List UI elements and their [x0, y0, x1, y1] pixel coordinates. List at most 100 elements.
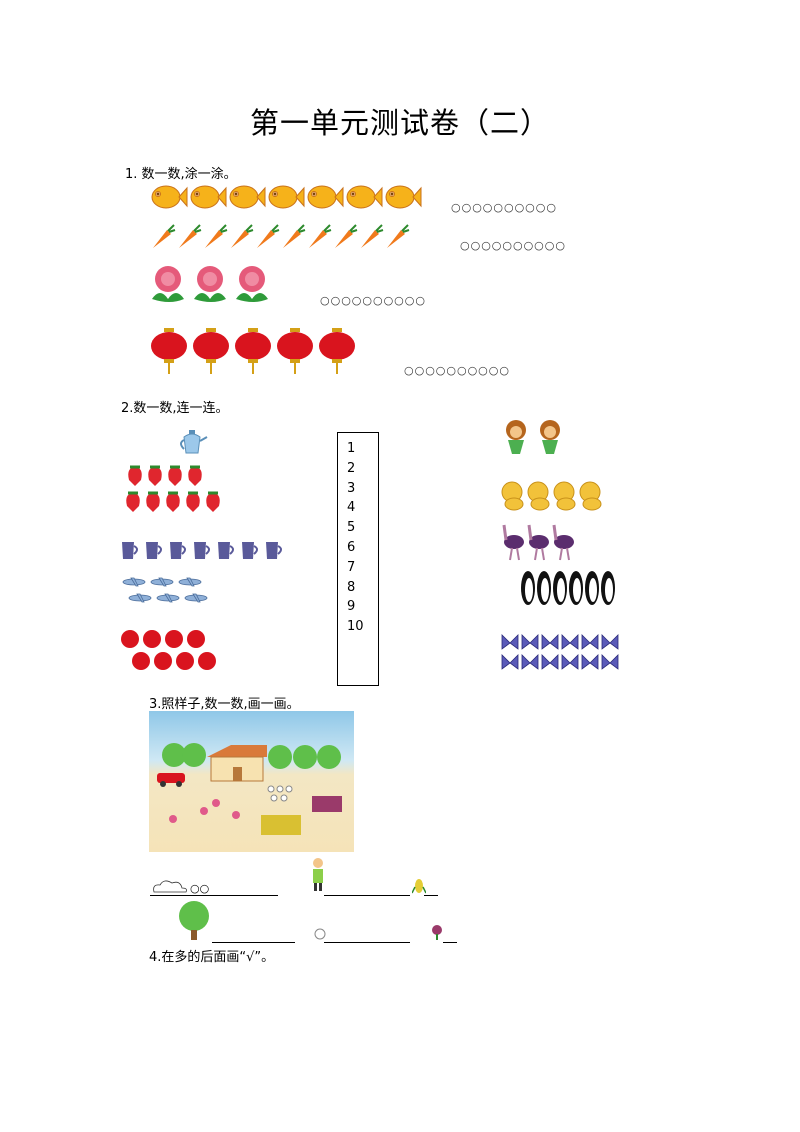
question-4-label: 4.在多的后面画“√”。 [149, 950, 275, 965]
lion-icon [527, 481, 550, 511]
tree-icon [317, 745, 341, 769]
cup-icon [170, 542, 186, 559]
apple-icon [198, 652, 216, 670]
page-title: 第一单元测试卷（二） [249, 106, 550, 140]
answer-line[interactable] [324, 895, 410, 896]
tree-icon [293, 745, 317, 769]
butterfly-icon [601, 654, 619, 670]
number-9[interactable]: 9 [347, 599, 356, 615]
answer-circles: ○○○○○○○○○○ [404, 364, 510, 377]
number-5[interactable]: 5 [347, 520, 356, 536]
butterfly-icon [501, 634, 519, 650]
carrot-icon [361, 224, 384, 248]
flower-icon [152, 266, 184, 302]
number-4[interactable]: 4 [347, 500, 356, 516]
question-1-label: 1. 数一数,涂一涂。 [125, 167, 237, 182]
butterfly-icon [501, 654, 519, 670]
answer-line[interactable] [443, 942, 457, 943]
child-icon [232, 811, 240, 819]
lantern-row [151, 328, 355, 374]
butterfly-icon [521, 654, 539, 670]
butterfly-icon [561, 634, 579, 650]
strawberry-icon [146, 491, 160, 512]
tree-icon [268, 745, 292, 769]
plane-group [122, 577, 208, 603]
penguin-icon [601, 571, 615, 605]
fish-icon [151, 185, 188, 209]
penguin-icon [569, 571, 583, 605]
question-3-label: 3.照样子,数一数,画一画。 [149, 697, 300, 712]
monkey-icon [540, 420, 560, 454]
ostrich-icon [552, 524, 574, 561]
number-6[interactable]: 6 [347, 539, 356, 555]
lantern-icon [193, 328, 229, 374]
carrot-icon [153, 224, 176, 248]
carrot-icon [283, 224, 306, 248]
question-2-label: 2.数一数,连一连。 [121, 401, 229, 416]
apple-icon [121, 630, 139, 648]
number-8[interactable]: 8 [347, 579, 356, 595]
lantern-icon [235, 328, 271, 374]
number-3[interactable]: 3 [347, 480, 356, 496]
cup-icon [242, 542, 258, 559]
child-icon [212, 799, 220, 807]
child-icon [169, 815, 177, 823]
plane-icon [178, 577, 202, 587]
cloud-icon [153, 880, 187, 893]
carrot-row [153, 224, 410, 248]
cup-icon [194, 542, 210, 559]
strawberry-icon [166, 491, 180, 512]
strawberry-group [126, 465, 220, 512]
cup-icon [218, 542, 234, 559]
strawberry-icon [186, 491, 200, 512]
corn-icon [412, 879, 426, 894]
penguin-group [521, 571, 615, 605]
carrot-icon [335, 224, 358, 248]
ostrich-icon [502, 524, 524, 561]
car-icon [157, 773, 185, 787]
butterfly-icon [521, 634, 539, 650]
butterfly-icon [541, 634, 559, 650]
carrot-icon [387, 224, 410, 248]
fish-icon [385, 185, 422, 209]
answer-line[interactable] [324, 942, 410, 943]
monkey-icon [506, 420, 526, 454]
cup-icon [146, 542, 162, 559]
plane-icon [150, 577, 174, 587]
plane-icon [156, 593, 180, 603]
apple-icon [154, 652, 172, 670]
carrot-icon [179, 224, 202, 248]
flower-icon [236, 266, 268, 302]
ostrich-group [502, 524, 574, 561]
number-box: 1 2 3 4 5 6 7 8 9 10 [337, 432, 379, 686]
park-scene [149, 711, 354, 852]
number-10[interactable]: 10 [347, 619, 364, 635]
answer-circles: ○○○○○○○○○○ [320, 294, 426, 307]
corn-icon [261, 815, 301, 835]
cup-icon [122, 542, 138, 559]
tree-icon [162, 743, 186, 767]
strawberry-icon [126, 491, 140, 512]
fish-icon [346, 185, 383, 209]
number-7[interactable]: 7 [347, 559, 356, 575]
fish-icon [268, 185, 305, 209]
answer-circles: ○○ [190, 882, 210, 895]
cup-icon [266, 542, 282, 559]
carrot-icon [257, 224, 280, 248]
strawberry-icon [128, 465, 142, 486]
apple-icon [143, 630, 161, 648]
penguin-icon [553, 571, 567, 605]
answer-line[interactable] [150, 895, 278, 896]
number-1[interactable]: 1 [347, 441, 356, 456]
answer-line[interactable] [212, 942, 295, 943]
answer-line[interactable] [424, 895, 438, 896]
apple-icon [176, 652, 194, 670]
plane-icon [122, 577, 146, 587]
butterfly-icon [541, 654, 559, 670]
carrot-icon [205, 224, 228, 248]
butterfly-icon [561, 654, 579, 670]
apple-icon [132, 652, 150, 670]
number-2[interactable]: 2 [347, 460, 356, 476]
teapot-icon [180, 430, 208, 454]
carrot-icon [309, 224, 332, 248]
